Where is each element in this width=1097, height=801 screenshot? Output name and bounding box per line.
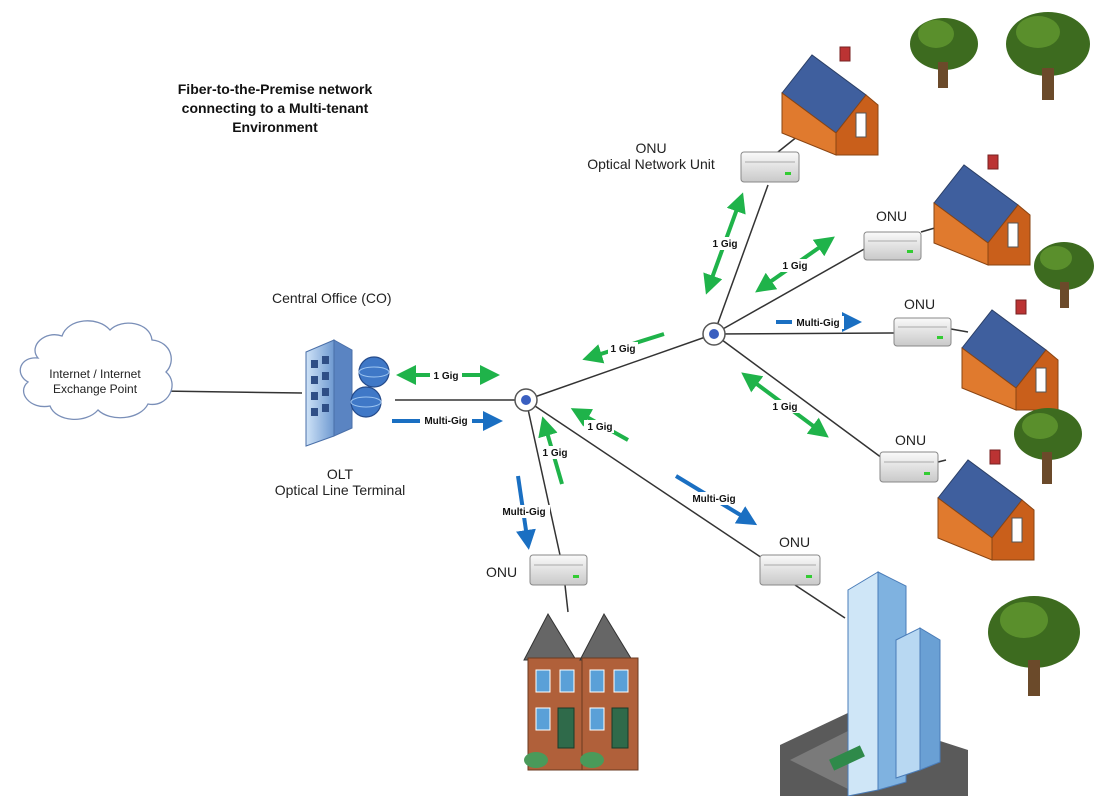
onu-device-icon [759,554,821,586]
house-icon [937,449,1035,561]
onu-device-icon [879,451,939,483]
onu-label: ONU [895,432,927,448]
onu-short-label: ONU [635,140,667,156]
olt-label: OLT Optical Line Terminal [250,466,430,498]
onu-label: ONU [779,534,811,550]
house-icon [961,299,1059,411]
onu-long-label: Optical Network Unit [587,156,715,172]
internet-cloud-label: Internet / Internet Exchange Point [34,367,156,397]
cloud-label-line1: Internet / Internet [49,367,141,381]
tree-icon [1034,242,1094,308]
central-office-label: Central Office (CO) [272,290,392,306]
olt-short-label: OLT [326,466,354,482]
one-gig-tag: 1 Gig [772,402,797,413]
townhouse-icon [523,612,639,771]
multi-gig-tag: Multi-Gig [796,318,839,329]
one-gig-tag: 1 Gig [712,239,737,250]
one-gig-tag: 1 Gig [587,422,612,433]
skyscraper-icon [780,571,968,797]
olt-long-label: Optical Line Terminal [274,482,406,498]
splitter-icon [702,322,726,346]
onu-device-icon [863,231,922,261]
onu-label: ONU [876,208,908,224]
olt-building-icon [305,339,390,447]
tree-icon [988,596,1080,696]
onu-top-label: ONU Optical Network Unit [566,140,736,172]
splitter-icon [514,388,538,412]
multi-gig-tag: Multi-Gig [502,507,545,518]
onu-device-icon [893,317,952,347]
onu-device-icon [529,554,588,586]
house-icon [933,154,1031,266]
one-gig-tag: 1 Gig [610,344,635,355]
house-icon [781,46,879,156]
multi-gig-tag: Multi-Gig [692,494,735,505]
internet-cloud [19,320,173,421]
tree-icon [910,18,978,88]
link-tags: 1 Gig Multi-Gig 1 Gig 1 Gig 1 Gig Multi-… [420,237,844,518]
onu-label: ONU [904,296,936,312]
tree-icon [1006,12,1090,100]
one-gig-tag: 1 Gig [433,371,458,382]
fiber-lines [159,127,969,619]
diagram-title: Fiber-to-the-Premise network connecting … [177,81,373,135]
tree-icon [1014,408,1082,484]
onu-label: ONU [486,564,518,580]
one-gig-tag: 1 Gig [542,448,567,459]
one-gig-tag: 1 Gig [782,261,807,272]
multi-gig-tag: Multi-Gig [424,416,467,427]
onu-device-icon [740,151,800,183]
cloud-label-line2: Exchange Point [52,382,138,396]
